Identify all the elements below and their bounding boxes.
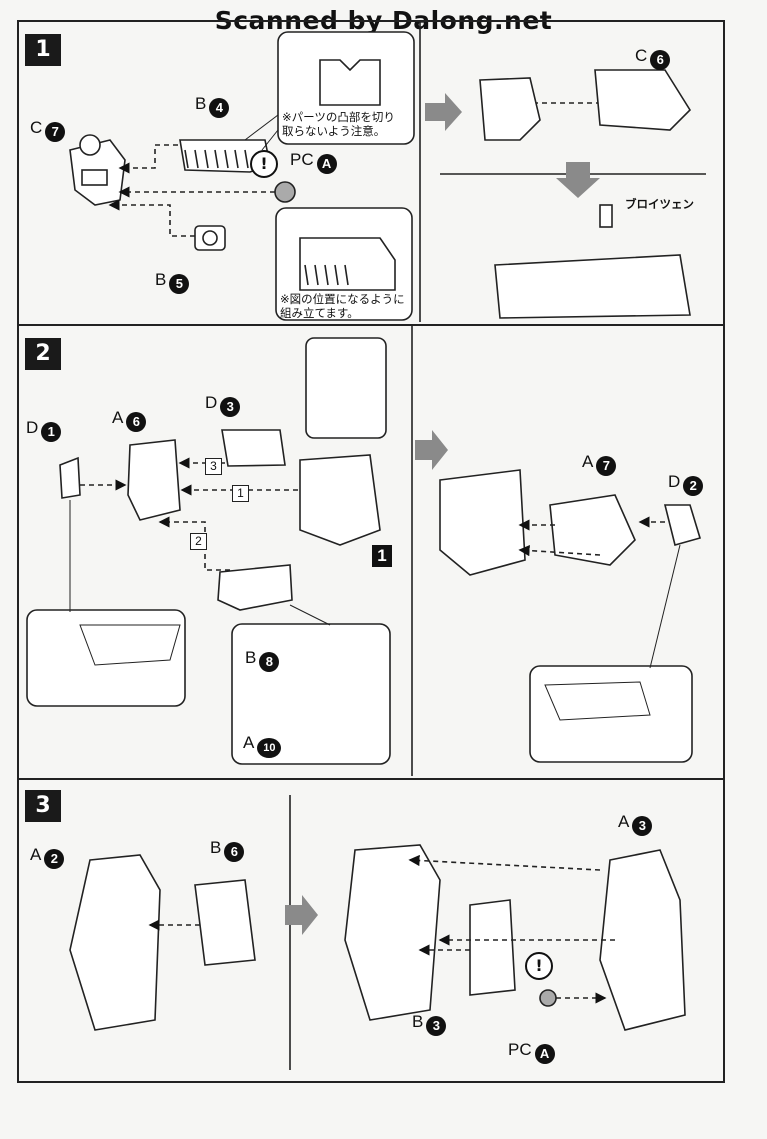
warning-icon: !	[525, 952, 553, 980]
part-b5	[194, 225, 226, 251]
arrow-right-icon	[285, 93, 600, 935]
note-position: ※図の位置になるように 組み立てます。	[280, 292, 405, 320]
order-2: 2	[190, 530, 207, 550]
step-number-3: 3	[25, 790, 61, 822]
order-3: 3	[205, 455, 222, 475]
assembly-ref-1: 1	[372, 545, 392, 567]
part-c7	[69, 134, 126, 206]
pilot-label: ブロイツェン	[625, 197, 694, 211]
order-1: 1	[232, 482, 249, 502]
step-number-1: 1	[25, 34, 61, 66]
step-3-panel	[17, 778, 725, 1083]
warning-icon: !	[250, 150, 278, 178]
note-cutting-warning: ※パーツの凸部を切り 取らないよう注意。	[282, 110, 395, 138]
step-number-2: 2	[25, 338, 61, 370]
